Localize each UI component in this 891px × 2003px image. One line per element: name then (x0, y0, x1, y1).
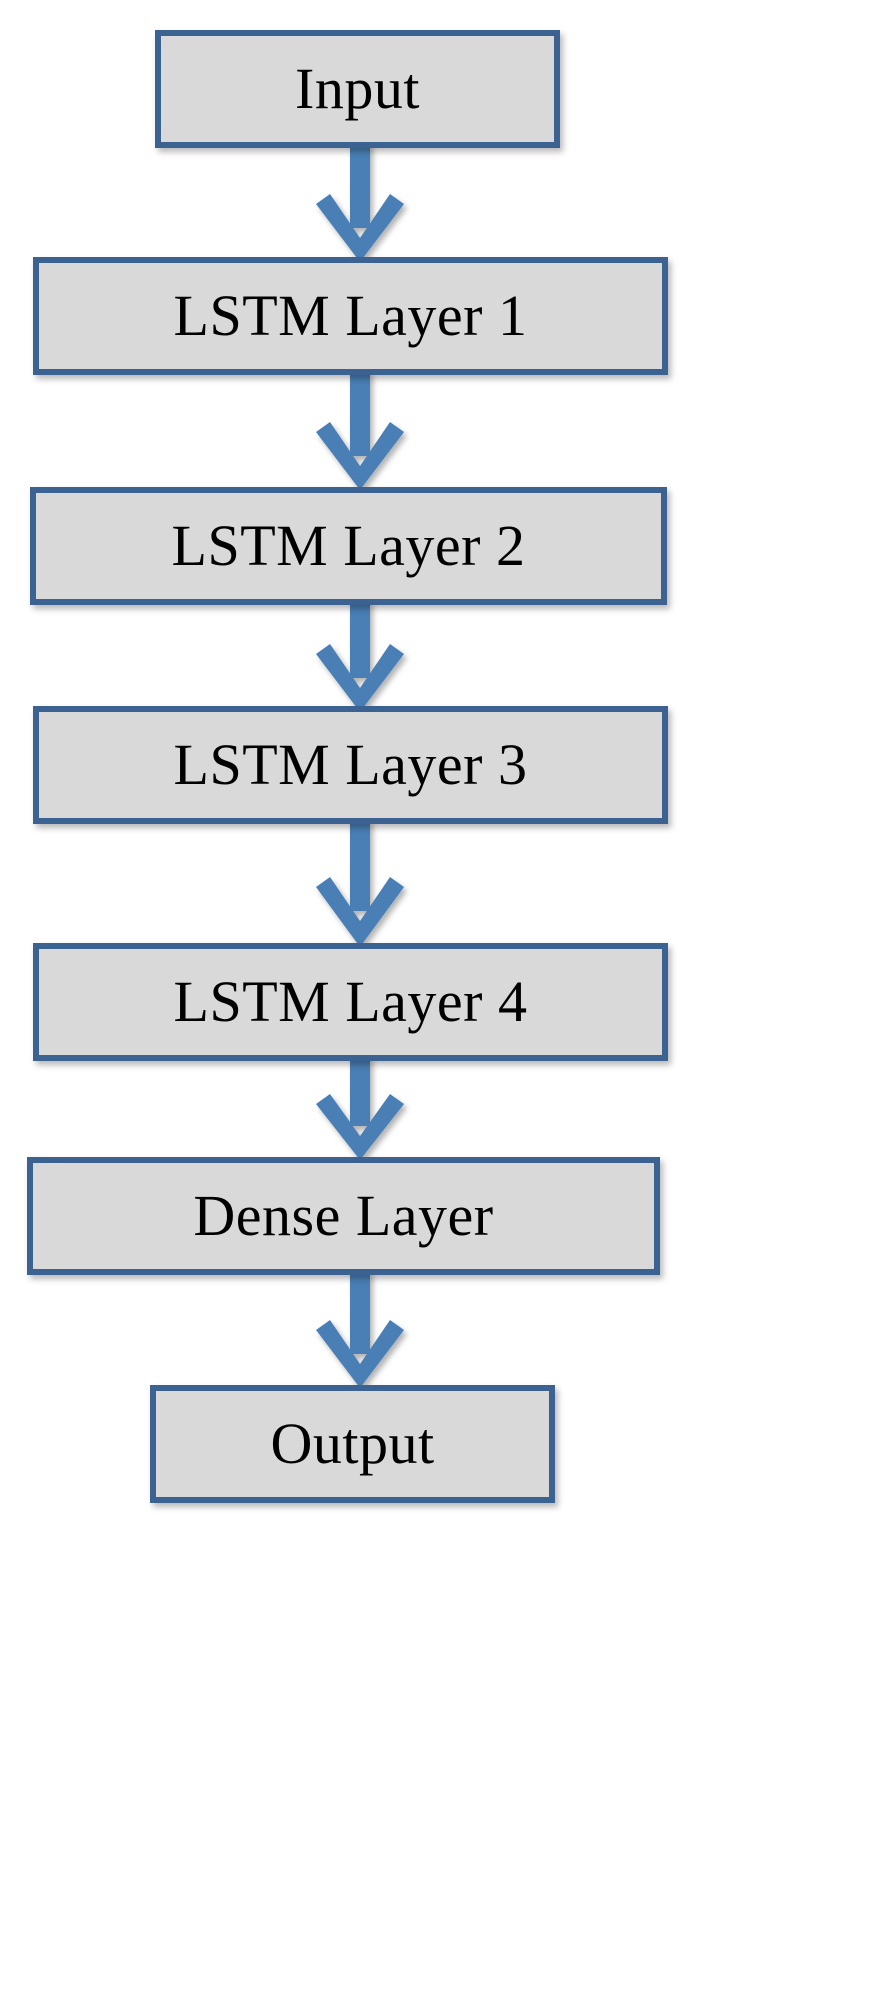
arrow-input-to-lstm1 (306, 142, 414, 264)
arrow-lstm3-to-lstm4 (306, 819, 414, 949)
arrow-dense-to-output (306, 1270, 414, 1390)
node-lstm-layer-1[interactable]: LSTM Layer 1 (33, 257, 668, 375)
node-label-lstm-layer-2: LSTM Layer 2 (171, 513, 526, 578)
node-lstm-layer-3[interactable]: LSTM Layer 3 (33, 706, 668, 824)
node-lstm-layer-4[interactable]: LSTM Layer 4 (33, 943, 668, 1061)
node-label-output: Output (270, 1411, 435, 1476)
node-output[interactable]: Output (150, 1385, 555, 1503)
node-label-lstm-layer-4: LSTM Layer 4 (173, 969, 528, 1034)
node-label-dense-layer: Dense Layer (193, 1183, 494, 1248)
arrow-lstm1-to-lstm2 (306, 370, 414, 492)
node-input[interactable]: Input (155, 30, 560, 148)
node-label-lstm-layer-3: LSTM Layer 3 (173, 732, 528, 797)
arrow-lstm2-to-lstm3 (306, 600, 414, 714)
arrow-lstm4-to-dense (306, 1056, 414, 1162)
node-label-lstm-layer-1: LSTM Layer 1 (173, 283, 528, 348)
node-dense-layer[interactable]: Dense Layer (27, 1157, 660, 1275)
node-label-input: Input (295, 56, 420, 121)
node-lstm-layer-2[interactable]: LSTM Layer 2 (30, 487, 667, 605)
